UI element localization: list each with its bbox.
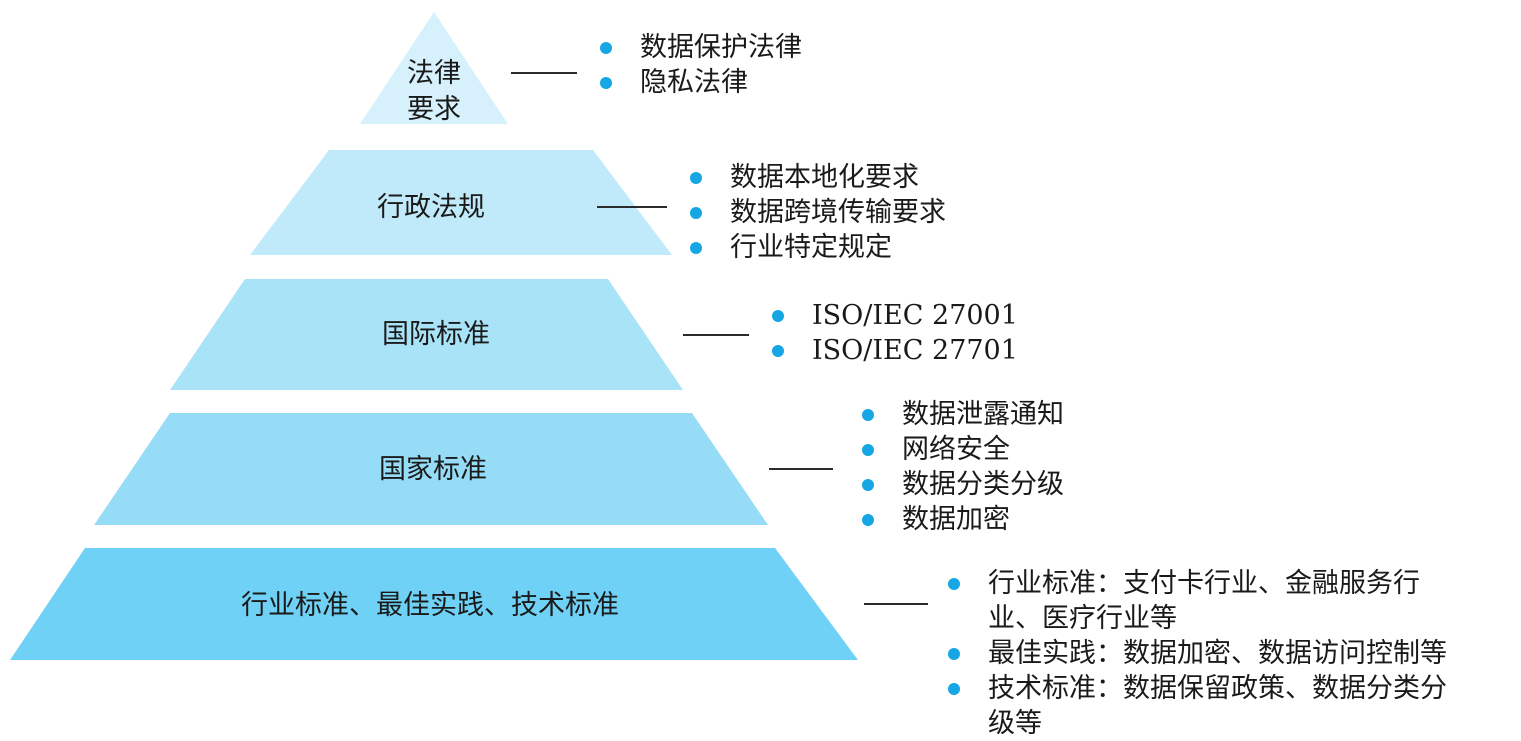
bullet-dot-icon xyxy=(690,172,702,184)
level-1-label-line-1: 法律 xyxy=(407,58,461,89)
bullet-dot-icon xyxy=(948,683,960,695)
bullet-dot-icon xyxy=(772,345,784,357)
level-1-connector xyxy=(511,72,577,74)
level-5-items: 行业标准：支付卡行业、金融服务行 业、医疗行业等 最佳实践：数据加密、数据访问控… xyxy=(948,566,1447,741)
level-5-label-line-1: 行业标准、最佳实践、技术标准 xyxy=(241,590,619,621)
level-4-label: 国家标准 xyxy=(313,452,553,488)
item-text: 网络安全 xyxy=(902,434,1010,465)
list-item: 技术标准：数据保留政策、数据分类分 级等 xyxy=(948,671,1447,741)
item-text: 行业特定规定 xyxy=(730,232,892,263)
bullet-dot-icon xyxy=(600,77,612,89)
level-3-items: ISO/IEC 27001 ISO/IEC 27701 xyxy=(772,298,1018,368)
item-text: 数据本地化要求 xyxy=(730,162,919,193)
level-3-label: 国际标准 xyxy=(316,317,556,353)
bullet-dot-icon xyxy=(690,207,702,219)
item-text: ISO/IEC 27001 xyxy=(812,300,1018,331)
level-3-connector xyxy=(683,334,749,336)
level-5-label: 行业标准、最佳实践、技术标准 xyxy=(180,588,680,624)
level-2-label-line-1: 行政法规 xyxy=(377,192,485,223)
list-item: 数据保护法律 xyxy=(600,30,802,65)
item-text: 数据保护法律 xyxy=(640,32,802,63)
item-text: 数据跨境传输要求 xyxy=(730,197,946,228)
level-1-items: 数据保护法律 隐私法律 xyxy=(600,30,802,100)
level-1-label-line-2: 要求 xyxy=(407,94,461,125)
item-text: ISO/IEC 27701 xyxy=(812,335,1018,366)
list-item: 最佳实践：数据加密、数据访问控制等 xyxy=(948,636,1447,671)
list-item: 数据分类分级 xyxy=(862,467,1064,502)
bullet-dot-icon xyxy=(862,444,874,456)
item-text-line-2: 业、医疗行业等 xyxy=(988,603,1177,634)
bullet-dot-icon xyxy=(600,42,612,54)
level-3-label-line-1: 国际标准 xyxy=(382,319,490,350)
item-text-line-1: 技术标准：数据保留政策、数据分类分 xyxy=(988,673,1447,704)
pyramid-level-3-shape xyxy=(170,279,683,390)
bullet-dot-icon xyxy=(862,409,874,421)
pyramid-level-1-shape xyxy=(360,12,508,124)
pyramid-level-4-shape xyxy=(94,413,768,525)
list-item: 行业标准：支付卡行业、金融服务行 业、医疗行业等 xyxy=(948,566,1447,636)
bullet-dot-icon xyxy=(772,310,784,322)
list-item: 数据加密 xyxy=(862,502,1064,537)
level-2-label: 行政法规 xyxy=(311,190,551,226)
list-item: 数据跨境传输要求 xyxy=(690,195,946,230)
list-item: ISO/IEC 27701 xyxy=(772,333,1018,368)
bullet-dot-icon xyxy=(948,648,960,660)
level-2-connector xyxy=(597,206,667,208)
item-text-line-1: 最佳实践：数据加密、数据访问控制等 xyxy=(988,638,1447,669)
level-1-label: 法律 要求 xyxy=(394,56,474,128)
pyramid-level-2-shape xyxy=(250,150,672,255)
level-4-label-line-1: 国家标准 xyxy=(379,454,487,485)
item-text: 数据分类分级 xyxy=(902,469,1064,500)
level-5-connector xyxy=(864,603,928,605)
bullet-dot-icon xyxy=(690,242,702,254)
item-text-line-1: 行业标准：支付卡行业、金融服务行 xyxy=(988,568,1420,599)
list-item: 数据本地化要求 xyxy=(690,160,946,195)
list-item: 网络安全 xyxy=(862,432,1064,467)
bullet-dot-icon xyxy=(862,479,874,491)
item-text: 数据泄露通知 xyxy=(902,399,1064,430)
item-text: 隐私法律 xyxy=(640,67,748,98)
list-item: 行业特定规定 xyxy=(690,230,946,265)
level-2-items: 数据本地化要求 数据跨境传输要求 行业特定规定 xyxy=(690,160,946,265)
list-item: 隐私法律 xyxy=(600,65,802,100)
bullet-dot-icon xyxy=(948,578,960,590)
bullet-dot-icon xyxy=(862,514,874,526)
item-text-line-2: 级等 xyxy=(988,708,1042,739)
list-item: 数据泄露通知 xyxy=(862,397,1064,432)
pyramid-level-5-shape xyxy=(10,548,858,660)
level-4-items: 数据泄露通知 网络安全 数据分类分级 数据加密 xyxy=(862,397,1064,537)
level-4-connector xyxy=(769,468,833,470)
item-text: 数据加密 xyxy=(902,504,1010,535)
list-item: ISO/IEC 27001 xyxy=(772,298,1018,333)
